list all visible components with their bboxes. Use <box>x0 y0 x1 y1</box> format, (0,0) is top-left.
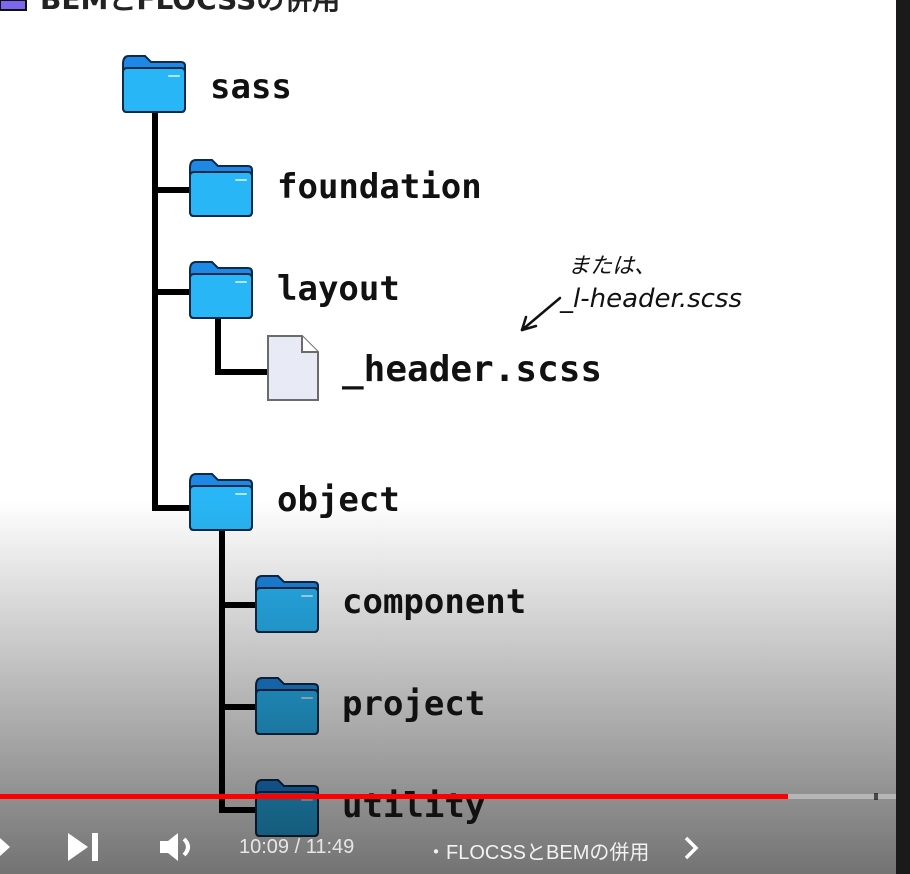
header-icon <box>0 0 27 11</box>
tree-connector-root <box>152 108 190 511</box>
chapter-separator: ・ <box>426 842 446 864</box>
side-edge <box>896 0 910 874</box>
annotation-line2: _l-header.scss <box>560 284 743 314</box>
tree-label-component: component <box>342 582 527 622</box>
time-display: 10:09 / 11:49 <box>239 836 355 858</box>
tree-label-project: project <box>342 684 486 724</box>
progress-bar[interactable] <box>0 790 896 802</box>
chapter-divider <box>874 793 878 800</box>
file-icon <box>267 335 319 401</box>
progress-fill <box>0 794 788 799</box>
chapter-title-text: FLOCSSとBEMの併用 <box>446 842 650 864</box>
tree-label-sass: sass <box>210 67 292 107</box>
chevron-right-icon[interactable] <box>682 836 702 860</box>
annotation-arrow-icon <box>520 296 562 332</box>
annotation-line1: または、 <box>568 254 657 279</box>
folder-icon-layout <box>189 261 253 319</box>
volume-icon[interactable] <box>158 829 202 865</box>
folder-icon-sass <box>122 55 186 113</box>
play-icon[interactable] <box>0 836 14 858</box>
slide-header: BEMとFLOCSSの併用 <box>40 0 340 14</box>
folder-icon-foundation <box>189 159 253 217</box>
tree-label-object: object <box>277 480 400 520</box>
tree-label-layout: layout <box>277 269 400 309</box>
chapter-title[interactable]: ・FLOCSSとBEMの併用 <box>426 836 649 865</box>
tree-label-foundation: foundation <box>277 167 482 207</box>
controls-gradient <box>0 500 896 874</box>
next-button[interactable] <box>64 829 104 865</box>
tree-label-header-file: _header.scss <box>342 349 603 390</box>
tree-connector-header <box>215 312 268 375</box>
